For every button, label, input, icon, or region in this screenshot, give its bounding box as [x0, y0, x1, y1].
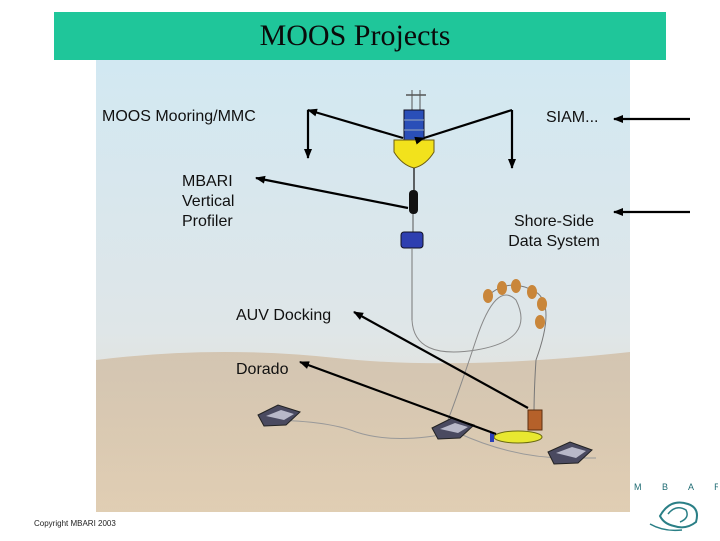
- arrow-profiler: [255, 175, 409, 210]
- label-profiler: MBARI Vertical Profiler: [182, 172, 234, 232]
- seafloor-node: [547, 441, 593, 465]
- svg-text:M B A R: M B A R I: [634, 482, 718, 492]
- seafloor-node: [257, 404, 301, 427]
- seafloor-node: [431, 417, 475, 440]
- arrow-auv-docking: [353, 311, 529, 409]
- seafloor: [96, 351, 630, 512]
- arrow-siam: [414, 108, 513, 145]
- title-bar: MOOS Projects: [54, 12, 666, 60]
- logo-letter: M: [634, 482, 651, 492]
- logo-letter: B: [662, 482, 677, 492]
- label-dorado: Dorado: [236, 361, 289, 378]
- label-shore-line2: Data System: [508, 233, 600, 250]
- seafloor-cable-1: [260, 419, 457, 439]
- copyright: Copyright MBARI 2003: [34, 519, 116, 528]
- label-profiler-line1: MBARI: [182, 173, 233, 190]
- float-string: [483, 279, 547, 431]
- ocean-scene-graphic: [96, 60, 630, 512]
- arrow-dorado: [299, 360, 497, 436]
- label-moos-mooring: MOOS Mooring/MMC: [102, 108, 256, 125]
- label-siam: SIAM...: [546, 109, 599, 126]
- mooring-buoy: [393, 90, 435, 320]
- mooring-cable: [411, 294, 522, 426]
- logo-letter: R: [714, 482, 718, 492]
- label-auv-docking: AUV Docking: [236, 307, 332, 324]
- dorado-auv: [490, 430, 543, 444]
- mbari-logo: M B A R I: [630, 478, 720, 536]
- ocean-scene: MOOS Mooring/MMC SIAM... MBARI Vertical …: [96, 60, 630, 512]
- logo-letter: A: [688, 482, 703, 492]
- mbari-logo-graphic: M B A R I: [634, 482, 720, 532]
- arrow-mooring: [307, 108, 404, 140]
- label-profiler-line2: Vertical: [182, 193, 235, 210]
- label-shore-side: Shore-Side Data System: [502, 212, 606, 252]
- label-profiler-line3: Profiler: [182, 213, 233, 230]
- page-title: MOOS Projects: [259, 19, 451, 52]
- arrow-overlay: [255, 108, 529, 436]
- label-shore-line1: Shore-Side: [513, 213, 595, 230]
